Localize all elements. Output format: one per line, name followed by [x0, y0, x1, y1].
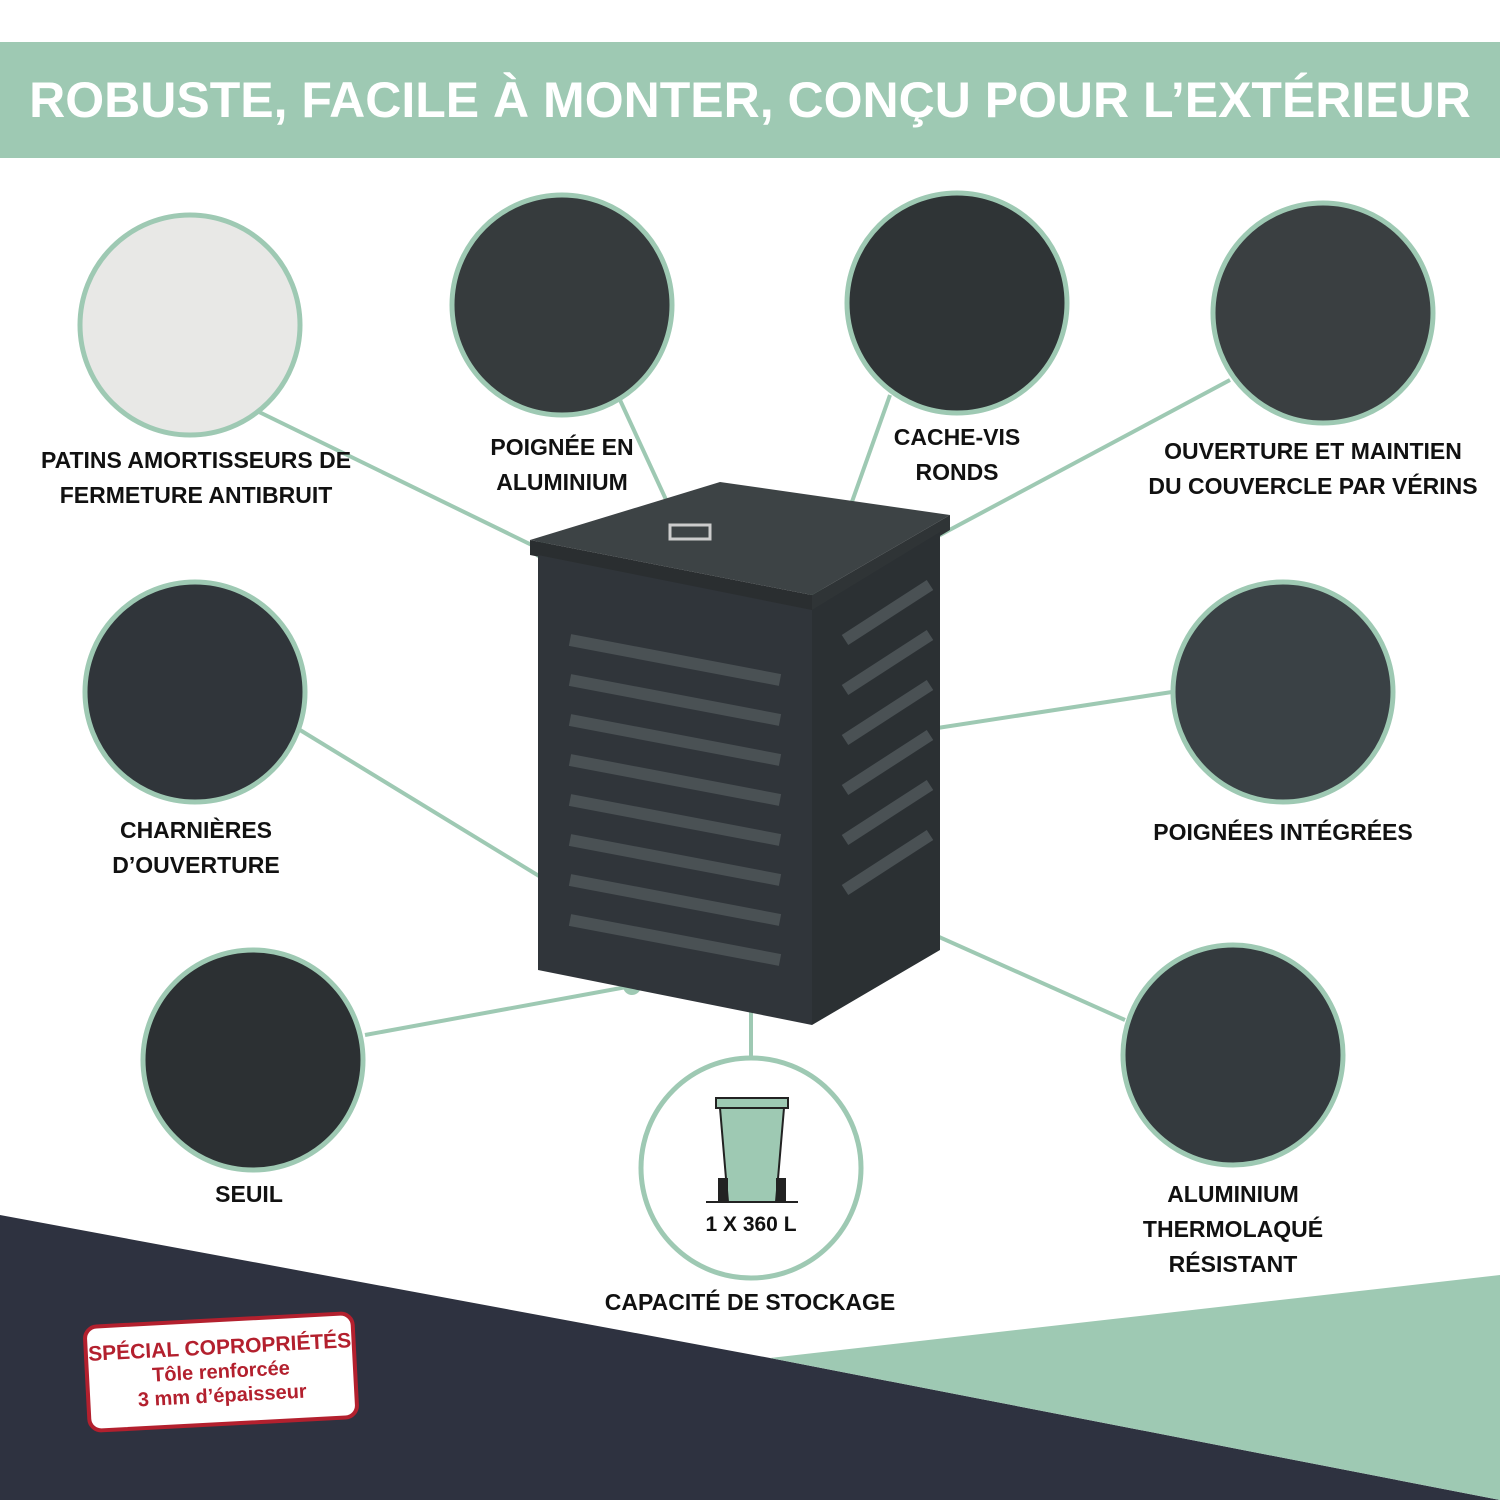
- label-cache-vis: CACHE-VIS RONDS: [894, 420, 1021, 490]
- label-aluminium: ALUMINIUM THERMOLAQUÉ RÉSISTANT: [1143, 1177, 1323, 1282]
- label-line: ALUMINIUM: [1167, 1181, 1299, 1207]
- label-line: CHARNIÈRES: [119, 817, 273, 843]
- label-line: RONDS: [915, 459, 999, 485]
- label-line: THERMOLAQUÉ: [1142, 1216, 1324, 1242]
- title-banner: ROBUSTE, FACILE À MONTER, CONÇU POUR L’E…: [0, 42, 1500, 158]
- label-line: SEUIL: [215, 1181, 283, 1207]
- label-charnieres: CHARNIÈRES D’OUVERTURE: [112, 813, 279, 883]
- label-line: CAPACITÉ DE STOCKAGE: [604, 1289, 896, 1315]
- label-ouverture: OUVERTURE ET MAINTIEN DU COUVERCLE PAR VÉ…: [1148, 434, 1477, 504]
- capacity-value: 1 X 360 L: [705, 1213, 797, 1236]
- label-line: D’OUVERTURE: [112, 852, 280, 878]
- lid-handle: [668, 523, 712, 541]
- detail-cache-vis-image: [844, 190, 1070, 416]
- detail-aluminium-image: [1120, 942, 1346, 1168]
- detail-poignee-image: [449, 192, 675, 418]
- detail-patins-image: [77, 212, 303, 438]
- page-title: ROBUSTE, FACILE À MONTER, CONÇU POUR L’E…: [29, 72, 1471, 128]
- label-line: FERMETURE ANTIBRUIT: [59, 482, 333, 508]
- label-seuil: SEUIL: [215, 1177, 283, 1212]
- label-line: RÉSISTANT: [1168, 1251, 1298, 1277]
- label-poignee: POIGNÉE EN ALUMINIUM: [490, 430, 633, 500]
- detail-seuil-image: [140, 947, 366, 1173]
- label-patins: PATINS AMORTISSEURS DE FERMETURE ANTIBRUI…: [41, 443, 351, 513]
- detail-circles: [77, 190, 1436, 1281]
- label-line: ALUMINIUM: [496, 469, 628, 495]
- label-poignees-integrees: POIGNÉES INTÉGRÉES: [1153, 815, 1412, 850]
- dark-band: [0, 1215, 1500, 1500]
- label-line: OUVERTURE ET MAINTIEN: [1164, 438, 1462, 464]
- label-line: CACHE-VIS: [893, 424, 1021, 450]
- label-line: PATINS AMORTISSEURS DE: [40, 447, 352, 473]
- detail-poignees-image: [1170, 579, 1396, 805]
- green-band: [770, 1275, 1500, 1500]
- copropriete-stamp: SPÉCIAL COPROPRIÉTÉS Tôle renforcée 3 mm…: [82, 1310, 360, 1434]
- detail-ouverture-image: [1210, 200, 1436, 426]
- detail-charnieres-image: [82, 579, 308, 805]
- label-capacite: CAPACITÉ DE STOCKAGE: [605, 1285, 896, 1320]
- wheelie-bin-icon: [706, 1097, 798, 1203]
- label-line: POIGNÉES INTÉGRÉES: [1153, 819, 1413, 845]
- bin-cabinet-image: [530, 482, 950, 1025]
- label-line: POIGNÉE EN: [490, 434, 634, 460]
- label-line: DU COUVERCLE PAR VÉRINS: [1148, 473, 1478, 499]
